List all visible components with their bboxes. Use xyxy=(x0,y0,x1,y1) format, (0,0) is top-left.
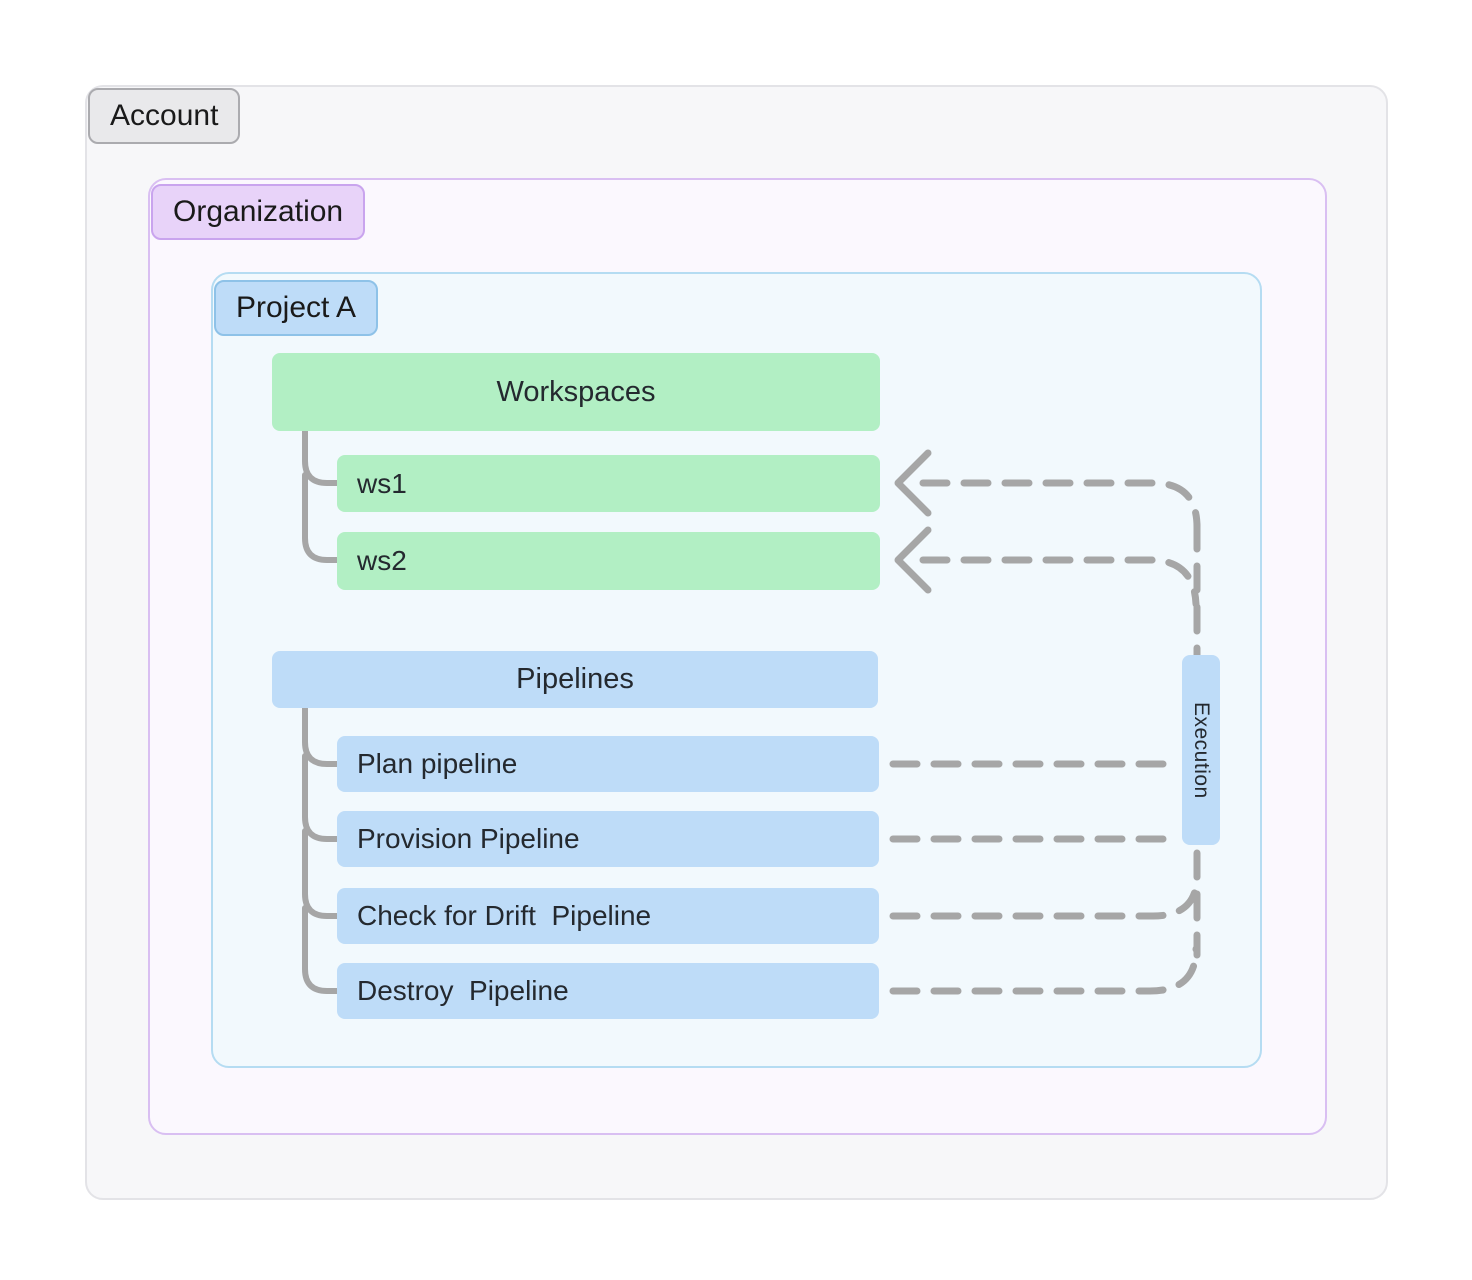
project-a-label: Project A xyxy=(214,280,379,336)
account-label: Account xyxy=(88,88,241,144)
pipelines-header: Pipelines xyxy=(272,651,878,708)
pipeline-node-destroy: Destroy Pipeline xyxy=(337,963,879,1019)
organization-label: Organization xyxy=(151,184,366,240)
pipeline-node-drift: Check for Drift Pipeline xyxy=(337,888,879,944)
pipeline-node-plan: Plan pipeline xyxy=(337,736,879,792)
workspaces-header: Workspaces xyxy=(272,353,880,431)
workspace-node-ws1: ws1 xyxy=(337,455,880,512)
workspace-node-ws2: ws2 xyxy=(337,532,880,590)
pipeline-node-provision: Provision Pipeline xyxy=(337,811,879,867)
execution-label-box: Execution xyxy=(1182,655,1220,845)
execution-label: Execution xyxy=(1190,701,1213,799)
